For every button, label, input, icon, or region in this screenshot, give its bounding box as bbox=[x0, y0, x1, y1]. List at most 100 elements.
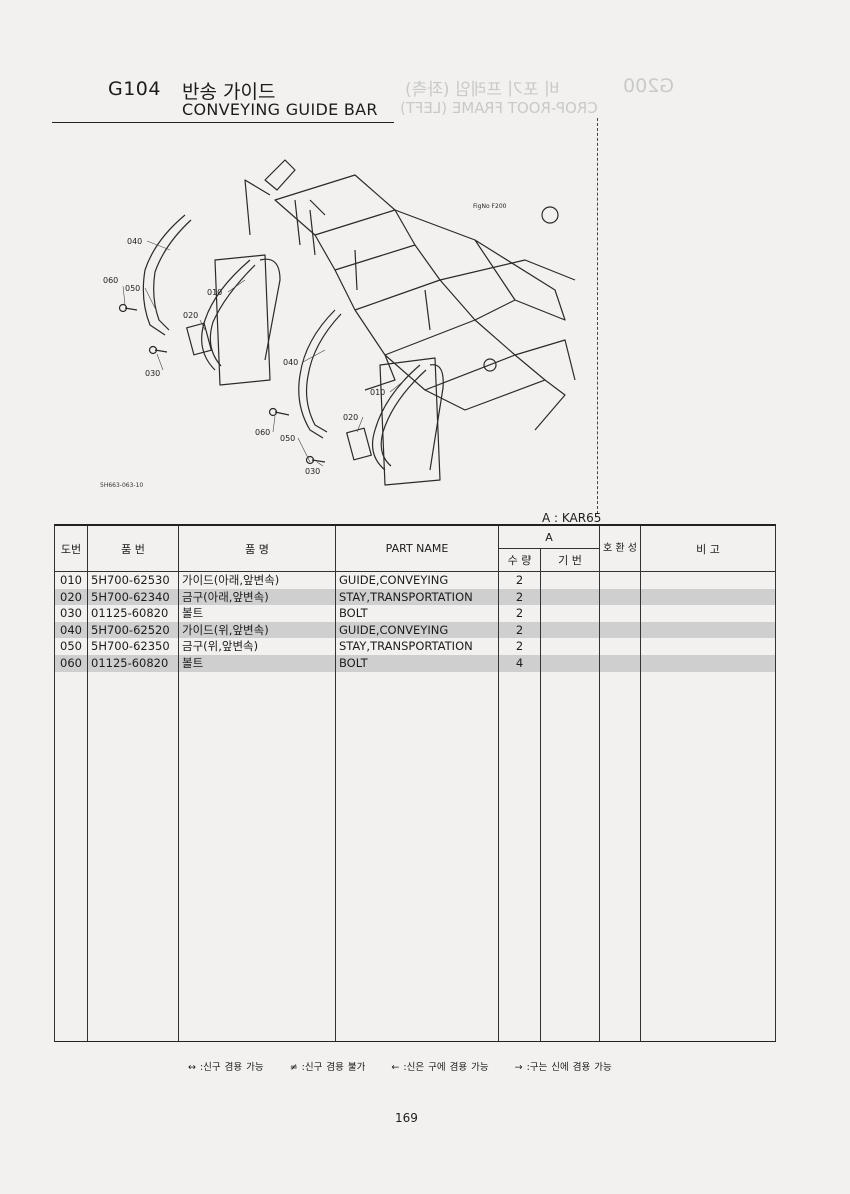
callout-050b: 050 bbox=[280, 434, 295, 443]
cell-interchange bbox=[599, 638, 641, 655]
header-rule bbox=[52, 122, 394, 123]
callout-050: 050 bbox=[125, 284, 140, 293]
col-qty: 수 량 bbox=[498, 548, 541, 572]
cell-qty: 2 bbox=[498, 638, 541, 655]
cell-interchange bbox=[599, 605, 641, 622]
cell-remarks bbox=[640, 605, 776, 622]
empty-cell bbox=[54, 671, 88, 1042]
ghost-header-title: 비 포기 프레임 (좌측) bbox=[405, 80, 560, 100]
cell-name-en: GUIDE,CONVEYING bbox=[335, 571, 499, 589]
ghost-header-title-en: CROP-ROOT FRAME (LEFT) bbox=[400, 99, 598, 117]
cell-ref: 060 bbox=[54, 654, 88, 672]
empty-cell bbox=[599, 671, 641, 1042]
parts-table: 도번 품 번 품 명 PART NAME A 호 환 성 비 고 수 량 기 번… bbox=[54, 524, 776, 1042]
model-label: A : KAR65 bbox=[542, 511, 602, 525]
exploded-diagram: 040 060 050 010 020 030 040 010 020 060 … bbox=[103, 159, 576, 486]
cell-part-no: 5H700-62530 bbox=[87, 571, 179, 589]
cell-ref: 020 bbox=[54, 588, 88, 606]
empty-cell bbox=[498, 671, 541, 1042]
callout-040b: 040 bbox=[283, 358, 298, 367]
cell-remarks bbox=[640, 621, 776, 639]
col-ref-no: 도번 bbox=[54, 524, 88, 572]
cell-part-no: 01125-60820 bbox=[87, 654, 179, 672]
fig-ref-label: FigNo F200 bbox=[473, 203, 507, 210]
cell-name-en: STAY,TRANSPORTATION bbox=[335, 638, 499, 655]
col-base: 기 번 bbox=[540, 548, 600, 572]
callout-010: 010 bbox=[207, 288, 222, 297]
cell-name-en: BOLT bbox=[335, 605, 499, 622]
callout-030: 030 bbox=[145, 369, 160, 378]
empty-cell bbox=[87, 671, 179, 1042]
cell-name-en: STAY,TRANSPORTATION bbox=[335, 588, 499, 606]
cell-name-kr: 금구(아래,앞변속) bbox=[178, 588, 336, 606]
cell-base bbox=[540, 605, 600, 622]
cell-part-no: 5H700-62340 bbox=[87, 588, 179, 606]
cell-remarks bbox=[640, 571, 776, 589]
cell-base bbox=[540, 588, 600, 606]
compatibility-legend: ↔ :신구 겸용 가능 ≠ :신구 겸용 불가 ← :신은 구에 겸용 가능 →… bbox=[188, 1059, 634, 1073]
cell-part-no: 01125-60820 bbox=[87, 605, 179, 622]
cell-interchange bbox=[599, 571, 641, 589]
section-title-en: CONVEYING GUIDE BAR bbox=[182, 100, 378, 119]
col-group-a: A bbox=[498, 524, 600, 549]
col-interchange: 호 환 성 bbox=[599, 524, 641, 572]
figure-id: 5H663-063-10 bbox=[100, 482, 144, 489]
cell-remarks bbox=[640, 588, 776, 606]
cell-base bbox=[540, 571, 600, 589]
callout-030b: 030 bbox=[305, 467, 320, 476]
cell-part-no: 5H700-62520 bbox=[87, 621, 179, 639]
cell-qty: 2 bbox=[498, 605, 541, 622]
empty-cell bbox=[540, 671, 600, 1042]
empty-cell bbox=[178, 671, 336, 1042]
table-empty-area bbox=[54, 671, 776, 1042]
callout-060: 060 bbox=[103, 276, 118, 285]
empty-cell bbox=[335, 671, 499, 1042]
cell-name-kr: 볼트 bbox=[178, 605, 336, 622]
cell-qty: 2 bbox=[498, 588, 541, 606]
cell-interchange bbox=[599, 588, 641, 606]
cell-ref: 010 bbox=[54, 571, 88, 589]
col-name-kr: 품 명 bbox=[178, 524, 336, 572]
callout-020: 020 bbox=[183, 311, 198, 320]
cell-qty: 4 bbox=[498, 654, 541, 672]
ghost-header-code: G200 bbox=[623, 75, 674, 97]
cell-base bbox=[540, 654, 600, 672]
cell-interchange bbox=[599, 654, 641, 672]
callout-010b: 010 bbox=[370, 388, 385, 397]
section-title-kr: 반송 가이드 bbox=[182, 81, 276, 103]
cell-base bbox=[540, 621, 600, 639]
page-split-line bbox=[597, 118, 598, 514]
cell-qty: 2 bbox=[498, 621, 541, 639]
cell-name-kr: 가이드(위,앞변속) bbox=[178, 621, 336, 639]
col-remarks: 비 고 bbox=[640, 524, 776, 572]
cell-remarks bbox=[640, 654, 776, 672]
cell-name-kr: 금구(위,앞변속) bbox=[178, 638, 336, 655]
col-part-no: 품 번 bbox=[87, 524, 179, 572]
legend-item-incompatible: ≠ :신구 겸용 불가 bbox=[289, 1062, 366, 1073]
empty-cell bbox=[640, 671, 776, 1042]
cell-qty: 2 bbox=[498, 571, 541, 589]
cell-interchange bbox=[599, 621, 641, 639]
callout-060b: 060 bbox=[255, 428, 270, 437]
cell-ref: 030 bbox=[54, 605, 88, 622]
legend-item-bidirectional: ↔ :신구 겸용 가능 bbox=[188, 1062, 264, 1073]
legend-item-new-to-old: ← :신은 구에 겸용 가능 bbox=[391, 1062, 489, 1073]
cell-name-kr: 가이드(아래,앞변속) bbox=[178, 571, 336, 589]
cell-remarks bbox=[640, 638, 776, 655]
col-name-en: PART NAME bbox=[335, 524, 499, 572]
callout-040: 040 bbox=[127, 237, 142, 246]
callout-020b: 020 bbox=[343, 413, 358, 422]
section-code: G104 bbox=[108, 78, 161, 100]
cell-ref: 040 bbox=[54, 621, 88, 639]
cell-name-kr: 볼트 bbox=[178, 654, 336, 672]
cell-part-no: 5H700-62350 bbox=[87, 638, 179, 655]
cell-name-en: GUIDE,CONVEYING bbox=[335, 621, 499, 639]
legend-item-old-to-new: → :구는 신에 겸용 가능 bbox=[514, 1062, 612, 1073]
